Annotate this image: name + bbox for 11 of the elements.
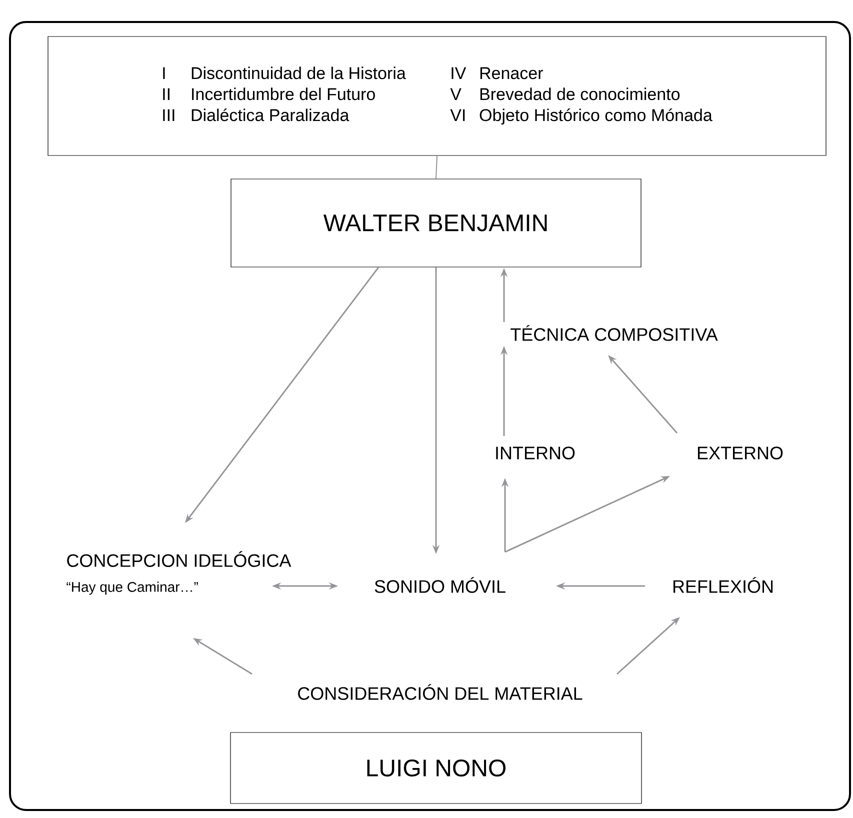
- concept-label: EXTERNO: [698, 446, 783, 460]
- concept-label: SONIDO MÓVIL: [374, 577, 506, 593]
- name-box: LUIGI NONO: [230, 732, 642, 804]
- name-box: WALTER BENJAMIN: [230, 178, 642, 268]
- concept-label: INTERNO: [496, 446, 575, 460]
- concept-label: CONCEPCION IDELÓGICA “Hay que Caminar…”: [66, 551, 292, 595]
- concept-label: TÉCNICA COMPOSITIVA: [510, 325, 718, 341]
- concept-label: CONSIDERACIÓN DEL MATERIAL: [298, 684, 582, 700]
- connector-line: [436, 155, 438, 180]
- concept-label: REFLEXIÓN: [673, 577, 773, 593]
- legend-box: I Discontinuidad de la Historia II Incertidumbre del Futuro III Dialéctica Paralizada IV Renacer V Brevedad de conocimiento VI Objeto Histórico como Mónada: [48, 36, 826, 156]
